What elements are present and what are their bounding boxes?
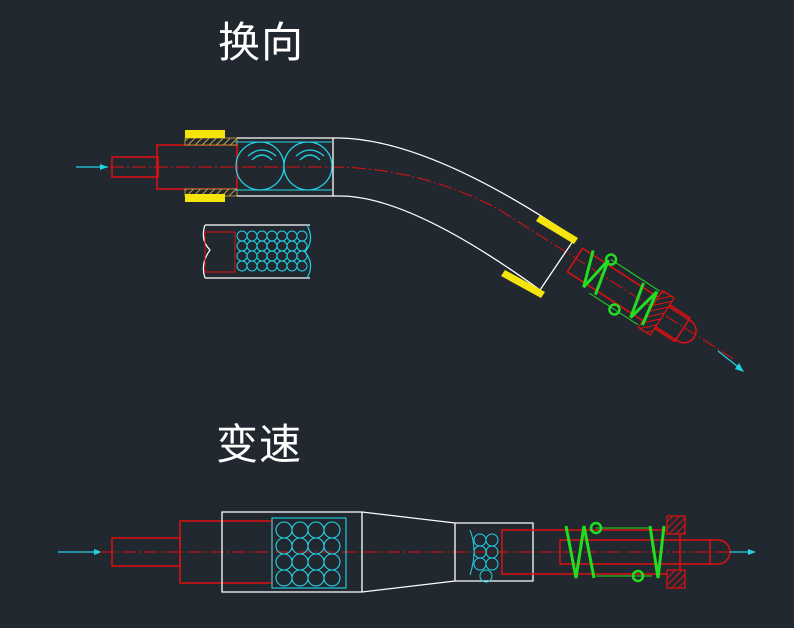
output-arrow-top	[717, 350, 744, 372]
housing-bottom	[221, 511, 534, 593]
pin-bottom-bottom	[631, 569, 645, 583]
output-arrow-bottom	[730, 549, 756, 555]
lock-nut-bottom	[666, 569, 686, 589]
ball-array-detail	[202, 224, 312, 279]
ball-grid-large	[271, 517, 347, 589]
bearing-hatch-top	[184, 137, 238, 146]
centerline-top	[110, 166, 736, 361]
yellow-clamp-top-right	[536, 215, 578, 244]
yellow-clamp-bottom-right	[501, 270, 545, 298]
output-tube-top	[566, 247, 697, 344]
housing-top	[237, 137, 334, 197]
input-arrow-bottom	[58, 549, 102, 555]
pin-top-bottom	[589, 521, 603, 535]
output-shaft-bottom	[559, 539, 711, 565]
speed-change-assembly	[58, 511, 756, 593]
lock-nut-top	[666, 515, 686, 535]
bent-housing	[333, 137, 576, 291]
title-reversing: 换向	[218, 18, 305, 67]
input-shaft-top	[111, 156, 159, 178]
yellow-clamp-top-left	[185, 130, 225, 138]
ball-set-top	[235, 141, 333, 191]
reversing-assembly	[76, 130, 744, 372]
yellow-clamp-bottom-left	[185, 194, 225, 202]
input-arrow-top	[76, 164, 108, 170]
title-speed-change: 变速	[216, 420, 303, 469]
spring-bottom	[564, 525, 666, 579]
ball-grid-small	[469, 529, 499, 583]
